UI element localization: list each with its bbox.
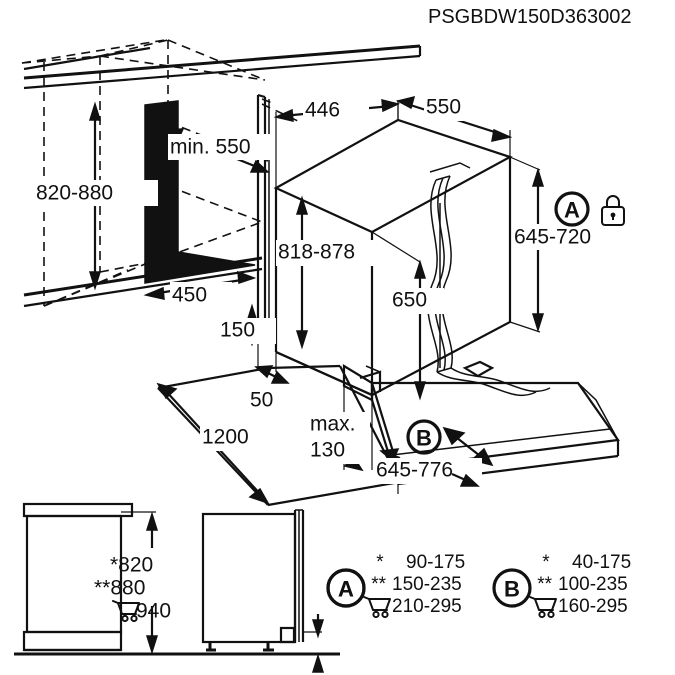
mark-b-main: B <box>406 419 442 455</box>
legend-mark-b: B <box>492 568 532 608</box>
legend-mark-b-letter: B <box>504 577 520 602</box>
legend-a-row-0-value: 90-175 <box>406 552 465 573</box>
dim-appliance-top-width-label: 446 <box>305 99 340 122</box>
drawing-code: PSGBDW150D363002 <box>428 6 631 28</box>
dim-door-offset-label: 150 <box>220 319 255 342</box>
dim-height-cart-label: 940 <box>136 600 171 623</box>
side-elevation-views: *820 **880 940 A <box>14 502 366 673</box>
legend-b-row-2-value: 160-295 <box>558 596 628 617</box>
legend-block-b: * 40-175 ** 100-235 160-295 <box>529 552 631 619</box>
mark-b-letter: B <box>416 426 432 451</box>
legend-b-cart-icon <box>529 596 557 619</box>
legend-a-row-1-value: 150-235 <box>392 574 462 595</box>
legend-b-row-0-value: 40-175 <box>572 552 631 573</box>
main-perspective-view: 820-880 min. 550 450 <box>21 39 636 507</box>
dim-appliance-depth-label: 550 <box>426 96 461 119</box>
dim-height-star-two-label: **880 <box>94 577 145 600</box>
dim-door-height-range: 645-720 <box>509 156 636 333</box>
dim-worktop-height-group: *820 **880 940 <box>94 511 171 655</box>
dim-opening-clearance: 1200 <box>156 382 288 505</box>
dim-max-value-label: 130 <box>310 439 345 462</box>
mark-a-main: A <box>554 191 590 227</box>
dim-appliance-height-label: 818-878 <box>278 241 355 264</box>
legend-b-row-0-prefix: * <box>542 552 550 573</box>
dim-door-height-range-label: 645-720 <box>514 226 591 249</box>
shopping-cart-icon <box>112 600 140 623</box>
dim-height-star-one-label: *820 <box>110 554 153 577</box>
dim-appliance-top-width: 446 <box>273 98 401 188</box>
dim-min-depth-label: min. 550 <box>170 136 251 159</box>
dim-niche-width-label: 450 <box>172 284 207 307</box>
legend-b-row-1-prefix: ** <box>537 574 552 595</box>
legend-b-row-1-value: 100-235 <box>558 574 628 595</box>
legend-a-row-1-prefix: ** <box>371 574 386 595</box>
dim-door-panel-height-label: 650 <box>392 289 427 312</box>
dim-door-offset: 150 <box>218 303 277 372</box>
legend-block-a: * 90-175 ** 150-235 210-295 <box>363 552 465 619</box>
dim-max-label: max. <box>310 413 356 436</box>
dim-niche-height-label: 820-880 <box>36 182 113 205</box>
dim-door-width-range-label: 645-776 <box>376 459 453 482</box>
legend-a-cart-icon <box>363 596 391 619</box>
water-hose-wavy <box>427 162 471 373</box>
dim-plinth-gap-arrows <box>303 614 325 673</box>
legend-mark-a: A <box>326 568 366 608</box>
dim-door-width-range: 645-776 <box>371 400 482 494</box>
dim-max-130: max. 130 <box>308 386 370 472</box>
mark-a-letter: A <box>564 198 580 223</box>
mark-a-elevation-letter: A <box>338 577 354 602</box>
legend-a-row-0-prefix: * <box>376 552 384 573</box>
dim-niche-height: 820-880 <box>34 101 158 291</box>
dim-plinth-offset-label: 50 <box>250 389 273 412</box>
dim-min-depth: min. 550 <box>164 128 278 173</box>
padlock-icon <box>601 195 625 226</box>
appliance-elevation <box>201 509 305 652</box>
dim-appliance-height: 818-878 <box>276 195 400 350</box>
dim-appliance-depth: 550 <box>395 95 513 157</box>
dim-door-panel-height: 650 <box>371 231 444 401</box>
worktop-lines <box>23 44 422 90</box>
legend-mark-a-letter: A <box>338 577 354 602</box>
dim-opening-clearance-label: 1200 <box>202 426 249 449</box>
legend: * 90-175 ** 150-235 210-295 * 40-175 ** … <box>326 552 631 619</box>
dim-niche-width: 450 <box>143 270 257 308</box>
legend-a-row-2-value: 210-295 <box>392 596 462 617</box>
cabinet-elevation <box>22 502 134 652</box>
